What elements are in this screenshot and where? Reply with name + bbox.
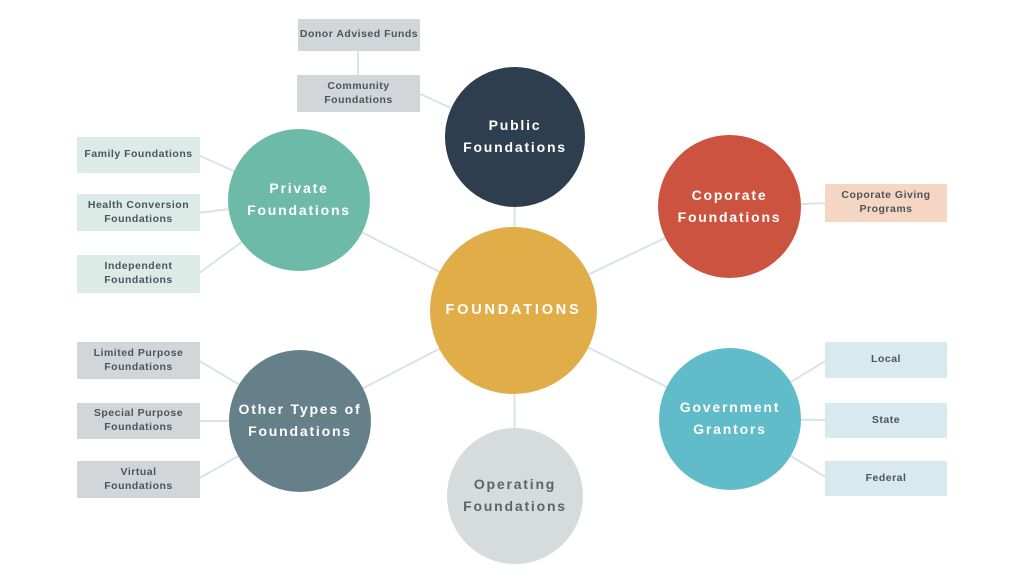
- leaf-independent-foundations: Independent Foundations: [77, 255, 200, 293]
- node-government-grantors: Government Grantors: [659, 348, 801, 490]
- leaf-health-conversion-foundations: Health Conversion Foundations: [77, 194, 200, 231]
- node-government-grantors-label: Government Grantors: [679, 399, 781, 437]
- leaf-federal: Federal: [825, 461, 947, 496]
- node-other-types-foundations: Other Types of Foundations: [229, 350, 371, 492]
- leaf-local: Local: [825, 342, 947, 378]
- node-coporate-foundations: Coporate Foundations: [658, 135, 801, 278]
- leaf-limited-purpose-foundations: Limited Purpose Foundations: [77, 342, 200, 379]
- leaf-family-foundations: Family Foundations: [77, 137, 200, 173]
- leaf-community-foundations: Community Foundations: [297, 75, 420, 112]
- node-public-foundations: Public Foundations: [445, 67, 585, 207]
- node-operating-foundations: Operating Foundations: [447, 428, 583, 564]
- node-other-types-foundations-label: Other Types of Foundations: [238, 401, 362, 439]
- leaf-donor-advised-funds: Donor Advised Funds: [298, 19, 420, 51]
- leaf-state: State: [825, 403, 947, 438]
- leaf-coporate-giving-programs: Coporate Giving Programs: [825, 184, 947, 222]
- node-foundations-hub-label: FOUNDATIONS: [445, 302, 582, 319]
- node-coporate-foundations-label: Coporate Foundations: [677, 186, 782, 225]
- leaf-virtual-foundations: Virtual Foundations: [77, 461, 200, 498]
- node-operating-foundations-label: Operating Foundations: [463, 476, 567, 514]
- node-public-foundations-label: Public Foundations: [463, 117, 567, 155]
- leaf-special-purpose-foundations: Special Purpose Foundations: [77, 403, 200, 439]
- node-private-foundations: Private Foundations: [228, 129, 370, 271]
- node-foundations-hub: FOUNDATIONS: [430, 227, 597, 394]
- node-private-foundations-label: Private Foundations: [247, 180, 351, 218]
